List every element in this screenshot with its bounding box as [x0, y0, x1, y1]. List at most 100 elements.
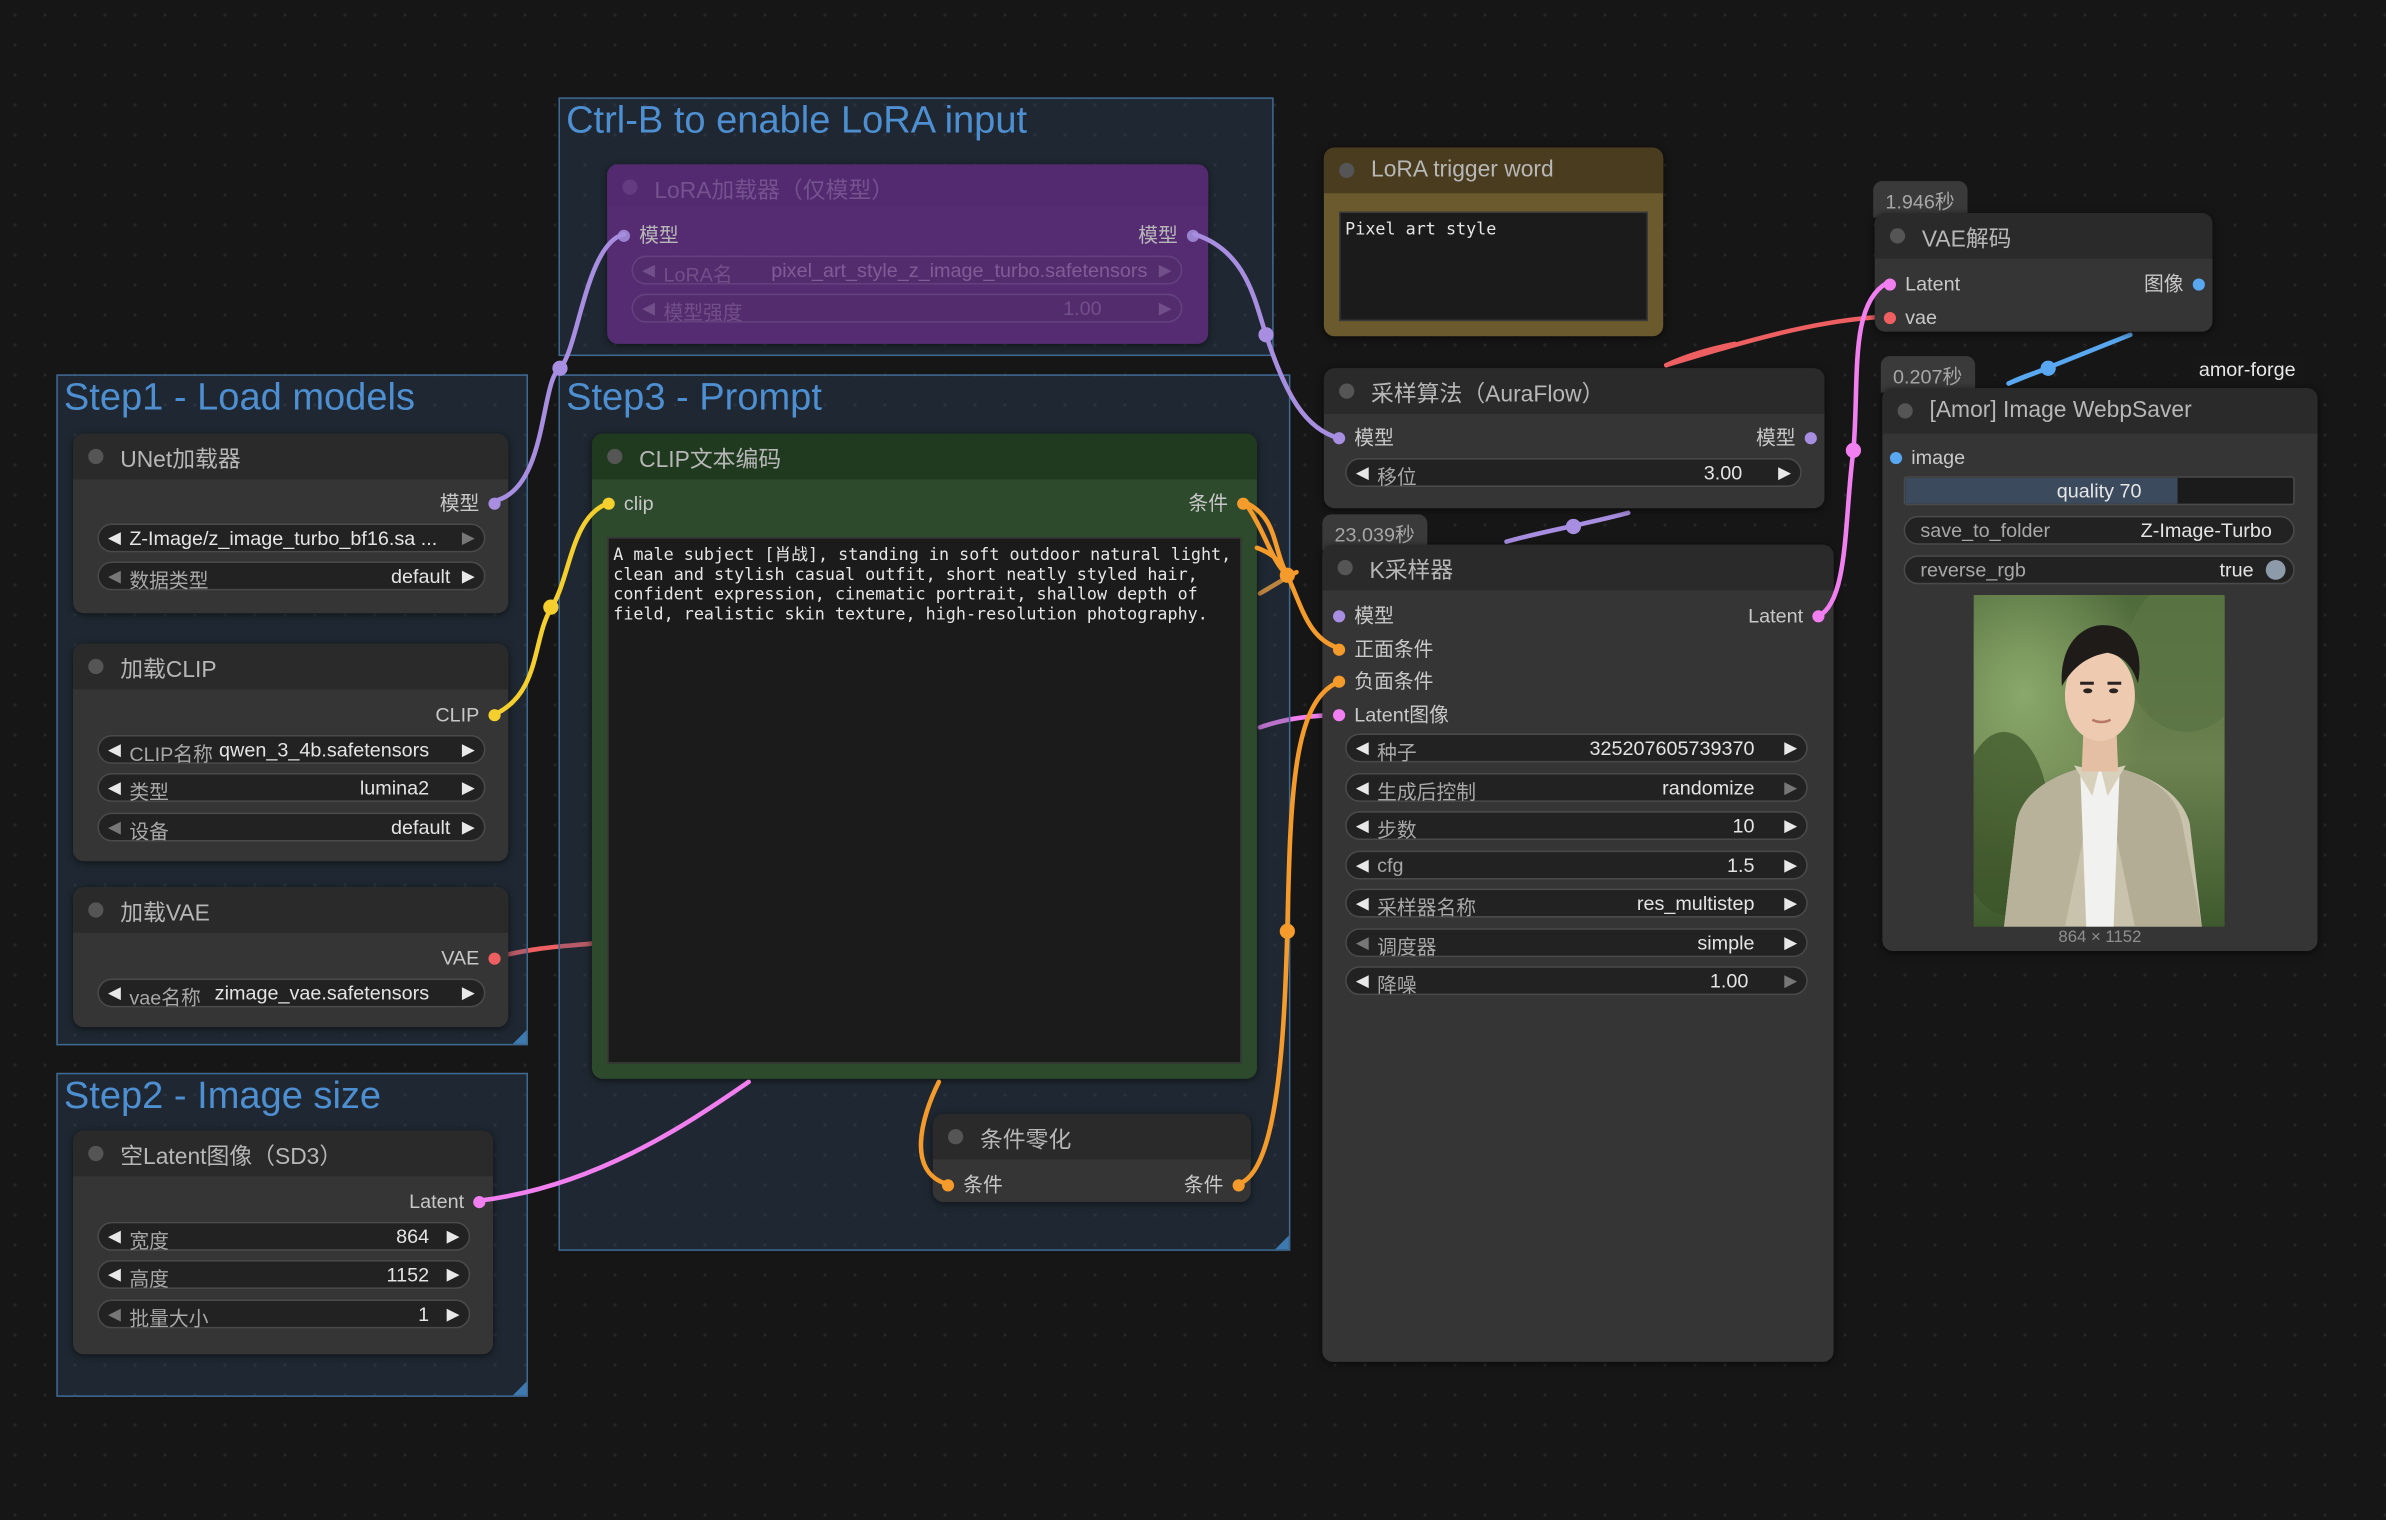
port-dot[interactable]: [1812, 610, 1825, 623]
resize-handle[interactable]: [512, 1030, 527, 1044]
seed-widget[interactable]: ◀ 种子 325207605739370 ▶: [1345, 733, 1808, 764]
arrow-right-icon[interactable]: ▶: [1784, 934, 1798, 953]
output-latent[interactable]: Latent: [1748, 605, 1825, 627]
toggle-knob-icon[interactable]: [2265, 559, 2286, 580]
arrow-right-icon[interactable]: ▶: [461, 567, 475, 586]
clip-text-encode-node[interactable]: CLIP文本编码 clip 条件 A male subject [肖战], st…: [591, 433, 1257, 1079]
arrow-left-icon[interactable]: ◀: [1355, 739, 1369, 758]
port-dot[interactable]: [473, 1196, 486, 1209]
input-conditioning[interactable]: 条件: [941, 1174, 1003, 1196]
arrow-right-icon[interactable]: ▶: [1784, 856, 1798, 875]
arrow-right-icon[interactable]: ▶: [1784, 894, 1798, 914]
clip-loader-node[interactable]: 加载CLIP CLIP ◀ CLIP名称 qwen_3_4b.safetenso…: [73, 643, 509, 862]
input-model[interactable]: 模型: [617, 224, 679, 246]
node-header[interactable]: 加载VAE: [73, 887, 509, 933]
arrow-left-icon[interactable]: ◀: [108, 779, 121, 798]
port-dot[interactable]: [617, 229, 630, 242]
clip-type-widget[interactable]: ◀ 类型 lumina2 ▶: [97, 773, 486, 803]
port-dot[interactable]: [1232, 1179, 1245, 1192]
arrow-left-icon[interactable]: ◀: [642, 261, 656, 280]
port-dot[interactable]: [1237, 497, 1250, 510]
arrow-right-icon[interactable]: ▶: [461, 818, 475, 837]
arrow-right-icon[interactable]: ▶: [446, 1305, 460, 1324]
node-header[interactable]: 空Latent图像（SD3）: [73, 1130, 494, 1177]
node-header[interactable]: VAE解码: [1874, 213, 2213, 259]
device-widget[interactable]: ◀ 设备 default ▶: [97, 812, 486, 843]
arrow-left-icon[interactable]: ◀: [108, 1227, 121, 1247]
arrow-right-icon[interactable]: ▶: [446, 1227, 460, 1247]
port-dot[interactable]: [1883, 278, 1897, 291]
batch-size-widget[interactable]: ◀ 批量大小 1 ▶: [97, 1299, 471, 1330]
arrow-left-icon[interactable]: ◀: [1355, 779, 1369, 798]
resize-handle[interactable]: [512, 1381, 527, 1396]
cfg-widget[interactable]: ◀ cfg 1.5 ▶: [1345, 850, 1808, 880]
port-dot[interactable]: [1804, 432, 1817, 445]
output-model[interactable]: 模型: [1138, 224, 1200, 246]
lora-loader-node[interactable]: LoRA加载器（仅模型） 模型 模型 ◀ LoRA名 pixel_art_sty…: [607, 164, 1209, 344]
arrow-left-icon[interactable]: ◀: [108, 567, 121, 586]
arrow-left-icon[interactable]: ◀: [642, 299, 656, 319]
ksampler-node[interactable]: K采样器 模型 正面条件 负面条件 Latent图像 Latent ◀ 种子 3…: [1322, 544, 1834, 1362]
node-header[interactable]: LoRA加载器（仅模型）: [607, 164, 1209, 207]
unet-loader-node[interactable]: UNet加载器 模型 ◀ Z-Image/z_image_turbo_bf16.…: [73, 433, 509, 614]
save-to-folder-widget[interactable]: save_to_folder Z-Image-Turbo: [1903, 515, 2295, 545]
arrow-right-icon[interactable]: ▶: [461, 779, 475, 798]
arrow-left-icon[interactable]: ◀: [108, 984, 121, 1003]
arrow-right-icon[interactable]: ▶: [1778, 464, 1792, 483]
shift-widget[interactable]: ◀ 移位 3.00 ▶: [1345, 458, 1802, 488]
output-model[interactable]: 模型: [1756, 427, 1817, 449]
arrow-right-icon[interactable]: ▶: [461, 741, 475, 760]
port-dot[interactable]: [488, 497, 501, 510]
arrow-left-icon[interactable]: ◀: [1355, 934, 1369, 953]
lora-trigger-note[interactable]: LoRA trigger word Pixel art style: [1323, 147, 1664, 337]
lora-name-widget[interactable]: ◀ LoRA名 pixel_art_style_z_image_turbo.sa…: [631, 255, 1183, 286]
input-clip[interactable]: clip: [602, 492, 654, 514]
output-conditioning[interactable]: 条件: [1188, 492, 1250, 514]
model-strength-widget[interactable]: ◀ 模型强度 1.00 ▶: [631, 293, 1183, 324]
port-dot[interactable]: [1332, 709, 1346, 722]
port-dot[interactable]: [1883, 311, 1897, 325]
arrow-left-icon[interactable]: ◀: [1355, 894, 1369, 914]
webp-saver-node[interactable]: [Amor] Image WebpSaver image quality 70 …: [1882, 388, 2318, 952]
port-dot[interactable]: [488, 952, 501, 965]
arrow-left-icon[interactable]: ◀: [1355, 972, 1369, 991]
arrow-left-icon[interactable]: ◀: [1355, 856, 1369, 875]
port-dot[interactable]: [2192, 278, 2205, 291]
arrow-right-icon[interactable]: ▶: [461, 529, 475, 548]
node-header[interactable]: 条件零化: [932, 1113, 1251, 1160]
input-image[interactable]: image: [1889, 447, 1965, 468]
reverse-rgb-toggle[interactable]: reverse_rgb true: [1903, 555, 2295, 585]
input-model[interactable]: 模型: [1332, 427, 1394, 449]
input-latent[interactable]: Latent: [1883, 273, 1960, 295]
quality-slider[interactable]: quality 70: [1903, 476, 2295, 506]
vae-name-widget[interactable]: ◀ vae名称 zimage_vae.safetensors ▶: [97, 978, 486, 1009]
sampler-name-widget[interactable]: ◀ 采样器名称 res_multistep ▶: [1345, 888, 1808, 919]
node-header[interactable]: K采样器: [1322, 544, 1834, 591]
arrow-left-icon[interactable]: ◀: [1355, 817, 1369, 836]
port-dot[interactable]: [1186, 229, 1200, 242]
port-dot[interactable]: [1889, 451, 1903, 465]
input-vae[interactable]: vae: [1883, 307, 1937, 328]
input-latent[interactable]: Latent图像: [1332, 704, 1449, 726]
port-dot[interactable]: [1332, 675, 1346, 688]
trigger-word-textarea[interactable]: Pixel art style: [1339, 211, 1648, 322]
node-header[interactable]: 采样算法（AuraFlow）: [1323, 368, 1825, 414]
output-latent[interactable]: Latent: [409, 1191, 486, 1212]
arrow-right-icon[interactable]: ▶: [1158, 299, 1172, 319]
resize-handle[interactable]: [1275, 1235, 1289, 1250]
arrow-left-icon[interactable]: ◀: [1355, 464, 1369, 483]
arrow-right-icon[interactable]: ▶: [1784, 739, 1798, 758]
output-clip[interactable]: CLIP: [435, 704, 501, 726]
height-widget[interactable]: ◀ 高度 1152 ▶: [97, 1259, 471, 1290]
port-dot[interactable]: [602, 497, 615, 510]
vae-loader-node[interactable]: 加载VAE VAE ◀ vae名称 zimage_vae.safetensors…: [73, 887, 509, 1028]
denoise-widget[interactable]: ◀ 降噪 1.00 ▶: [1345, 966, 1808, 997]
output-vae[interactable]: VAE: [441, 947, 501, 969]
node-header[interactable]: CLIP文本编码: [591, 433, 1257, 480]
arrow-left-icon[interactable]: ◀: [108, 1266, 121, 1285]
arrow-left-icon[interactable]: ◀: [108, 741, 121, 760]
input-model[interactable]: 模型: [1332, 605, 1394, 627]
output-model[interactable]: 模型: [440, 492, 501, 514]
node-header[interactable]: [Amor] Image WebpSaver: [1882, 388, 2318, 434]
output-image-preview[interactable]: [1973, 594, 2225, 927]
